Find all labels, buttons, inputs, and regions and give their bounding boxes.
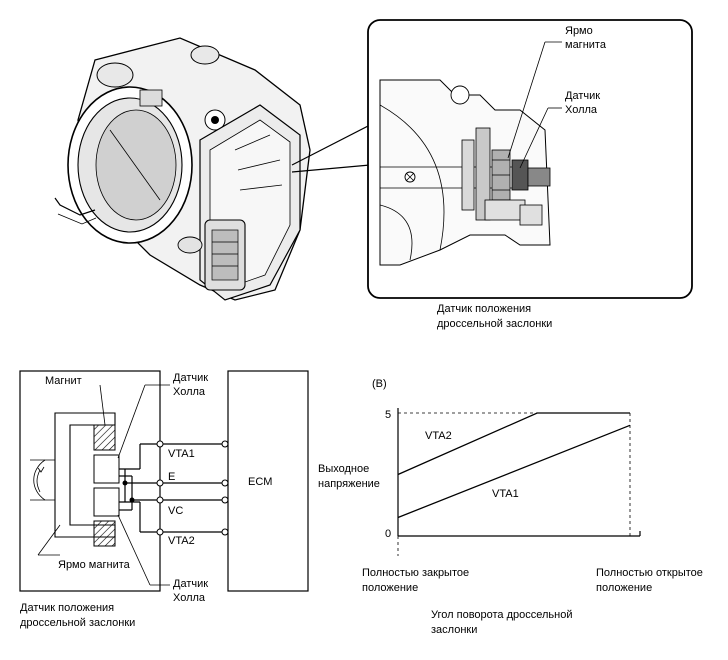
x-label-open-1: Полностью открытое [596, 567, 703, 579]
voltage-chart: (B) 5 0 VTA2 VTA1 Выходное напряжение По… [318, 378, 703, 636]
terminal-e: E [168, 471, 175, 483]
x-axis-label-2: заслонки [431, 624, 477, 636]
sensor-outer-box [19, 370, 161, 592]
hall-top-label-1: Датчик [173, 372, 208, 384]
series-vta2-line [397, 412, 630, 476]
magnet-bottom [93, 520, 116, 547]
throttle-body-illustration [54, 37, 371, 301]
terminal-vta2: VTA2 [168, 535, 195, 547]
x-label-closed-1: Полностью закрытое [362, 567, 469, 579]
x-label-open-2: положение [596, 582, 652, 594]
terminal-vc: VC [168, 505, 183, 517]
magnet-yoke [54, 412, 116, 538]
y-tick-5: 5 [385, 409, 391, 421]
magnet-label: Магнит [45, 375, 82, 387]
ecm-label: ECM [248, 476, 272, 488]
y-tick-0: 0 [385, 528, 391, 540]
y-axis-label-2: напряжение [318, 478, 380, 490]
detail-yoke-label-2: магнита [565, 39, 607, 51]
hall-bottom-label-2: Холла [173, 592, 206, 604]
hall-bottom-label-1: Датчик [173, 578, 208, 590]
x-label-closed-2: положение [362, 582, 418, 594]
detail-hall-label-1: Датчик [565, 90, 600, 102]
hall-top-label-2: Холла [173, 386, 206, 398]
circuit-diagram [19, 370, 309, 592]
magnet-top [93, 424, 116, 451]
hall-element-2 [93, 487, 120, 517]
hall-element-1 [93, 454, 120, 484]
x-axis-label-1: Угол поворота дроссельной [431, 609, 573, 621]
detail-yoke-label-1: Ярмо [565, 25, 593, 37]
circuit-caption-1: Датчик положения [20, 602, 114, 614]
circuit-caption-2: дроссельной заслонки [20, 617, 135, 629]
yoke-label: Ярмо магнита [58, 559, 131, 571]
ecm-box [227, 370, 309, 592]
detail-caption-2: дроссельной заслонки [437, 318, 552, 330]
series-vta2-label: VTA2 [425, 430, 452, 442]
detail-hall-label-2: Холла [565, 104, 598, 116]
terminal-vta1: VTA1 [168, 448, 195, 460]
chart-panel-label: (B) [372, 378, 387, 390]
detail-caption-1: Датчик положения [437, 303, 531, 315]
y-axis-label-1: Выходное [318, 463, 369, 475]
sensor-detail-box: Ярмо магнита Датчик Холла [367, 19, 693, 299]
series-vta1-line [397, 424, 631, 519]
series-vta1-label: VTA1 [492, 488, 519, 500]
